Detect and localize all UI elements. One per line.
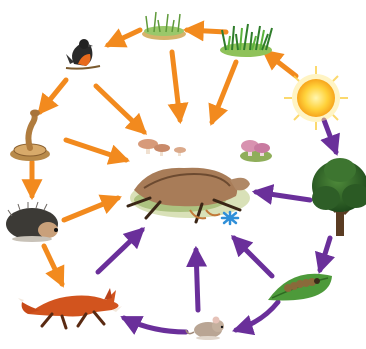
grass-icon — [220, 24, 272, 57]
caterpillar-icon — [268, 274, 332, 301]
bird-icon — [66, 39, 100, 69]
arrow-sun-to-tree — [324, 120, 336, 152]
arrow-tree-to-caterpillar — [320, 238, 330, 270]
arrow-grass-patch-to-bird — [108, 30, 140, 45]
arrow-hedgehog-to-fox — [44, 246, 62, 284]
fox-icon — [18, 288, 122, 328]
decomposers-icon — [128, 139, 272, 224]
grass-patch-icon — [142, 12, 186, 40]
arrow-caterpillar-to-mouse — [236, 302, 278, 330]
arrow-sun-to-grass — [265, 52, 296, 76]
arrow-hedgehog-to-decomposers — [64, 198, 118, 220]
arrow-bird-to-decomposers — [96, 86, 144, 132]
pink-fungus-group — [240, 140, 272, 162]
arrow-grass-to-grass-patch — [187, 30, 226, 32]
arrow-bird-to-snake — [40, 80, 66, 112]
arrow-fox-to-decomposers — [98, 230, 142, 272]
snake-icon — [10, 110, 50, 162]
tree-icon — [312, 158, 366, 236]
fungi-group — [138, 139, 186, 156]
arrow-grass-patch-to-decomposers — [172, 52, 180, 120]
arrow-snake-to-decomposers — [66, 140, 126, 160]
arrow-mouse-to-fox — [124, 318, 186, 332]
arrow-grass-to-decomposers — [212, 62, 236, 122]
purple-arrows — [98, 120, 336, 332]
blue-bug — [222, 212, 238, 224]
arrow-mouse-to-decomposers — [196, 250, 198, 310]
arrow-tree-to-decomposers — [256, 192, 310, 200]
arrow-caterpillar-to-decomposers — [234, 238, 272, 276]
mouse-icon — [186, 317, 224, 341]
hedgehog-icon — [6, 202, 58, 242]
